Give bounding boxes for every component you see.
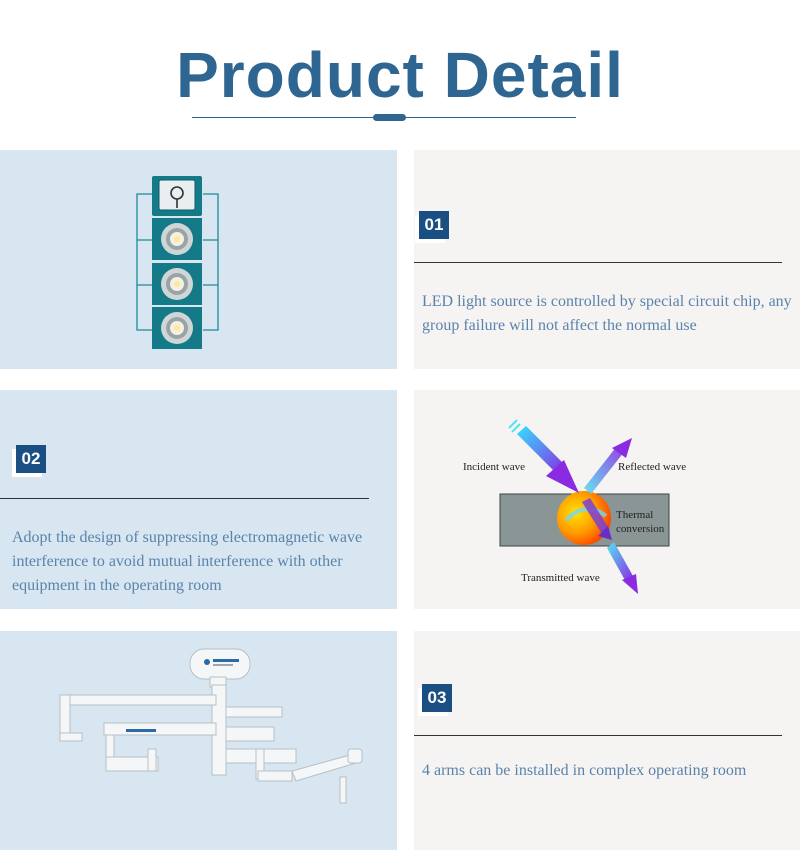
reflected-wave-arrow (584, 438, 632, 494)
thermal-ball (557, 491, 611, 545)
feature-03-panel: 03 4 arms can be installed in complex op… (414, 631, 800, 850)
feature-number-badge: 02 (16, 445, 46, 473)
reflected-wave-label: Reflected wave (618, 461, 687, 473)
led-module-icon (152, 307, 202, 349)
feature-number-badge: 01 (419, 211, 449, 239)
led-module-icon (152, 263, 202, 305)
feature-description: LED light source is controlled by specia… (422, 293, 792, 334)
divider (0, 498, 369, 499)
switch-module-icon (152, 176, 202, 216)
feature-description: 4 arms can be installed in complex opera… (422, 762, 747, 779)
logo-mark (126, 659, 239, 732)
wave-diagram-panel: Incident wave Reflected wave Thermal con… (414, 390, 800, 609)
feature-description: Adopt the design of suppressing electrom… (12, 529, 363, 594)
led-module-icon (152, 218, 202, 260)
divider (414, 735, 782, 736)
circuit-image-panel (0, 150, 397, 369)
feature-02-panel: 02 Adopt the design of suppressing elect… (0, 390, 397, 609)
transmitted-wave-label: Transmitted wave (521, 572, 600, 584)
surgical-light-arms-illustration (59, 648, 363, 804)
transmitted-wave-arrow (607, 542, 638, 594)
surgical-light-image-panel (0, 631, 397, 850)
wave-diagram (499, 419, 670, 594)
feature-01-panel: 01 LED light source is controlled by spe… (414, 150, 800, 369)
thermal-label-line2: conversion (616, 523, 665, 535)
feature-number-badge: 03 (422, 684, 452, 712)
title-underline-accent (373, 114, 406, 121)
thermal-label-line1: Thermal (616, 509, 654, 521)
divider (414, 262, 782, 263)
led-circuit-illustration (136, 176, 219, 349)
page-title: Product Detail (176, 39, 624, 111)
incident-wave-label: Incident wave (463, 461, 525, 473)
incident-wave-arrow (508, 419, 579, 493)
